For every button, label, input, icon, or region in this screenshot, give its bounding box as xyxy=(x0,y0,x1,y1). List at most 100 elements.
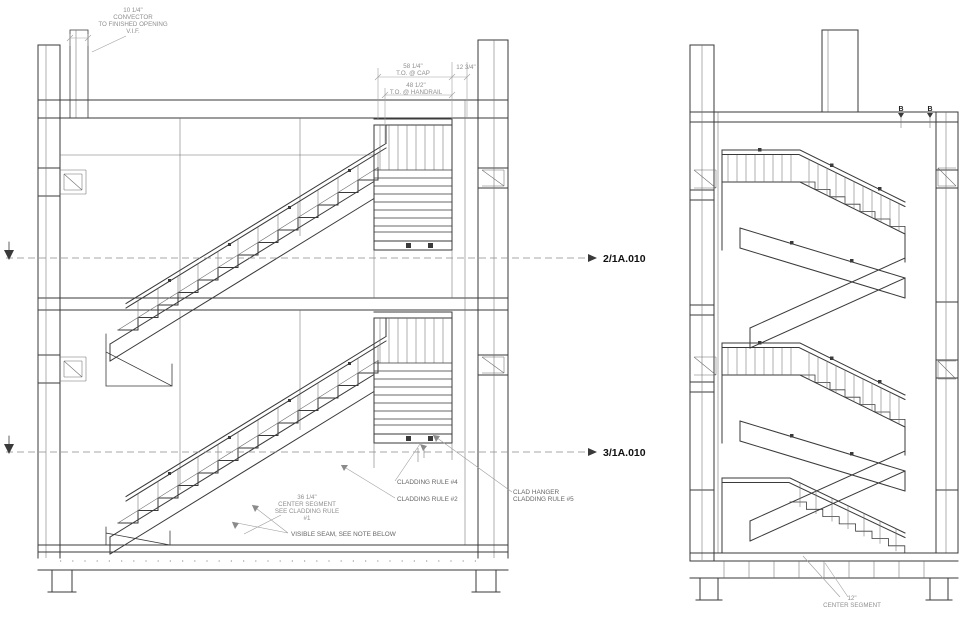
right-wall xyxy=(477,39,509,559)
rv-rail-bottom xyxy=(721,477,906,554)
dim-extension-lines xyxy=(69,34,468,143)
stack-posts-lower xyxy=(379,318,444,363)
dim-offset-value: 12 3/4" xyxy=(456,64,475,71)
center-segment-note-line2: CENTER SEGMENT xyxy=(278,501,336,508)
dimension-lines xyxy=(66,34,471,143)
handrail-upper xyxy=(125,125,387,309)
balusters-lower xyxy=(137,345,379,511)
stack-hanger-rods-lower xyxy=(373,443,453,468)
center-segment-note-line3: SEE CLADDING RULE xyxy=(275,508,339,515)
rv-right-wall-inner xyxy=(937,112,957,553)
marker-b-left-arrow-icon xyxy=(898,113,904,118)
upper-landing-stack xyxy=(373,118,453,298)
convector-unit-boxes xyxy=(60,169,87,382)
leader-arrow-seam2 xyxy=(232,522,239,529)
section-arrow-upper-right xyxy=(588,254,597,262)
rv-right-wall xyxy=(935,111,959,554)
handrail-lower xyxy=(125,318,387,502)
stair-flight-lower xyxy=(105,318,387,555)
rv-convector-boxes xyxy=(693,169,717,376)
callout-leaders xyxy=(231,434,513,535)
stack-hangers-lower xyxy=(406,436,433,441)
lower-landing-stack xyxy=(373,311,453,468)
stack-treads-upper xyxy=(373,169,453,233)
convector-note-line2: CONVECTOR xyxy=(113,14,153,21)
ground-slab xyxy=(37,544,509,593)
convector-note-line3: TO FINISHED OPENING xyxy=(98,21,168,28)
center-segment-note-line4: #1 xyxy=(304,515,311,522)
rv-soffit-ribbons-middle xyxy=(739,420,906,542)
landing-wedge-lower xyxy=(105,526,171,546)
marker-b-right-label: B xyxy=(927,106,932,113)
section-cut-lines xyxy=(4,241,597,456)
marker-b-left-label: B xyxy=(898,106,903,113)
dim-handrail-value: 48 1/2" xyxy=(406,82,425,89)
convector-note-line1: 10 1/4" xyxy=(123,7,142,14)
convector-note-line4: V.I.F. xyxy=(126,28,140,35)
section-arrow-lower-left xyxy=(4,444,14,454)
dim-handrail-label: T.O. @ HANDRAIL xyxy=(390,89,443,96)
right-wall-detail-boxes xyxy=(481,169,505,374)
stringer-lower xyxy=(109,373,375,555)
right-wall-inner-lines xyxy=(464,40,495,558)
callout-cladding-rule-4: CLADDING RULE #4 xyxy=(397,479,458,486)
rv-top-band xyxy=(713,111,959,123)
section-marker-upper: 2/1A.010 xyxy=(603,253,646,265)
stack-hangers-upper xyxy=(406,243,433,248)
section-arrow-lower-right xyxy=(588,448,597,456)
leader-lines xyxy=(231,434,513,535)
rv-center-segment-leaders xyxy=(802,555,849,598)
stair-flight-upper xyxy=(105,125,387,387)
rv-stair-bay-bottom xyxy=(721,477,906,554)
nosing-line-upper xyxy=(117,167,379,331)
right-section-view: B B 12" CENTER SEGMENT xyxy=(689,29,959,609)
rv-rail-upper xyxy=(721,149,906,263)
stack-frame-lower xyxy=(373,311,453,444)
callout-visible-seam: VISIBLE SEAM, SEE NOTE BELOW xyxy=(291,531,397,538)
stack-supports-upper xyxy=(373,250,453,298)
marker-b-right-arrow-icon xyxy=(927,113,933,118)
leader-arrow-rule4 xyxy=(420,444,427,451)
dim-tick-marks xyxy=(66,34,471,99)
rv-balusters-upper xyxy=(727,155,900,231)
stack-posts-upper xyxy=(379,125,444,170)
rv-left-wall-inner xyxy=(701,45,719,560)
rv-stair-bay-middle xyxy=(721,341,906,542)
callout-clad-hanger-line2: CLADDING RULE #5 xyxy=(513,496,574,503)
leader-arrow-hanger xyxy=(433,435,440,442)
rv-elevation-markers: B B xyxy=(898,106,933,128)
center-segment-note-line1: 36 1/4" xyxy=(297,494,316,501)
leader-arrow-seam1 xyxy=(252,505,259,512)
section-arrow-upper-left xyxy=(4,250,14,260)
top-floor-band xyxy=(59,99,479,119)
treads-upper xyxy=(117,167,379,331)
dim-cap-label: T.O. @ CAP xyxy=(396,70,430,77)
rv-center-segment-line1: 12" xyxy=(847,595,856,602)
rv-steps-bottom xyxy=(789,501,906,554)
balusters-upper xyxy=(137,152,379,318)
left-section-view: 10 1/4" CONVECTOR TO FINISHED OPENING V.… xyxy=(4,7,646,593)
nosing-line-lower xyxy=(117,360,379,524)
landing-wedge-upper xyxy=(105,333,173,387)
stack-frame-upper xyxy=(373,118,453,251)
stack-treads-lower xyxy=(373,362,453,426)
dim-cap-value: 58 1/4" xyxy=(403,63,422,70)
rv-stair-bay-upper xyxy=(721,148,906,349)
section-marker-lower: 3/1A.010 xyxy=(603,447,646,459)
rv-slab-joist-ticks xyxy=(723,561,925,578)
mid-floor-band xyxy=(59,297,479,311)
rv-balusters-bottom xyxy=(799,483,897,552)
callout-clad-hanger-line1: CLAD HANGER xyxy=(513,489,560,496)
left-wall xyxy=(37,44,61,559)
rv-balusters-middle xyxy=(727,348,900,424)
callout-cladding-rule-2: CLADDING RULE #2 xyxy=(397,496,458,503)
rv-center-segment-line2: CENTER SEGMENT xyxy=(823,602,881,609)
treads-lower xyxy=(117,360,379,524)
rv-rail-middle xyxy=(721,342,906,456)
rv-top-column xyxy=(821,29,859,113)
stringer-upper xyxy=(109,180,375,362)
leader-arrow-rule2 xyxy=(341,465,348,471)
convector-shaft xyxy=(69,29,89,119)
